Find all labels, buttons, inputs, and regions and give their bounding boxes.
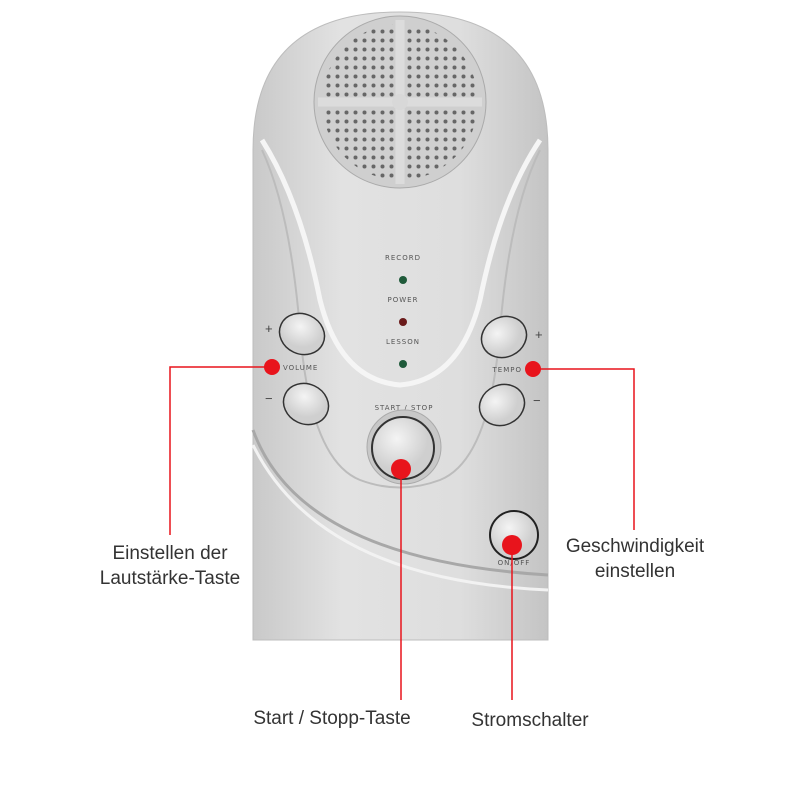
tempo-plus-sign: + bbox=[535, 327, 543, 342]
power-led bbox=[399, 318, 407, 326]
tempo-down-button[interactable] bbox=[473, 377, 532, 433]
on-off-label: ON/OFF bbox=[498, 559, 531, 567]
speed-leader-line bbox=[533, 368, 635, 530]
power-label: POWER bbox=[388, 296, 419, 304]
power-marker-dot bbox=[502, 535, 522, 555]
volume-annotation-line1: Einstellen der bbox=[112, 543, 228, 564]
volume-plus-sign: + bbox=[265, 321, 273, 336]
tempo-label: TEMPO bbox=[492, 366, 522, 374]
volume-down-button[interactable] bbox=[277, 376, 336, 432]
volume-up-button[interactable] bbox=[273, 306, 332, 362]
volume-leader-line bbox=[169, 366, 272, 535]
record-led bbox=[399, 276, 407, 284]
volume-annotation: Einstellen der Lautstärke-Taste bbox=[55, 541, 285, 591]
speed-annotation: Geschwindigkeit einstellen bbox=[555, 534, 715, 584]
volume-label: VOLUME bbox=[283, 364, 318, 372]
annotation-lines bbox=[169, 366, 635, 700]
record-label: RECORD bbox=[385, 254, 421, 262]
volume-annotation-line2: Lautstärke-Taste bbox=[99, 568, 241, 589]
device-body bbox=[251, 11, 549, 641]
tempo-minus-sign: − bbox=[533, 393, 541, 408]
lesson-label: LESSON bbox=[386, 338, 420, 346]
volume-marker-dot bbox=[264, 359, 280, 375]
on-off-switch[interactable] bbox=[489, 510, 539, 560]
power-annotation: Stromschalter bbox=[471, 710, 589, 731]
speed-annotation-line1: Geschwindigkeit bbox=[565, 536, 705, 557]
lesson-led bbox=[399, 360, 407, 368]
start-stop-label: START / STOP bbox=[375, 404, 434, 412]
speed-marker-dot bbox=[525, 361, 541, 377]
speed-annotation-line2: einstellen bbox=[594, 561, 676, 582]
volume-minus-sign: − bbox=[265, 391, 273, 406]
start-stop-marker-dot bbox=[391, 459, 411, 479]
start-stop-button[interactable] bbox=[371, 416, 435, 480]
start-stop-annotation: Start / Stopp-Taste bbox=[253, 708, 411, 729]
speaker-grille bbox=[313, 15, 487, 189]
indicator-panel: RECORD POWER LESSON bbox=[385, 254, 421, 368]
tempo-up-button[interactable] bbox=[475, 309, 534, 365]
